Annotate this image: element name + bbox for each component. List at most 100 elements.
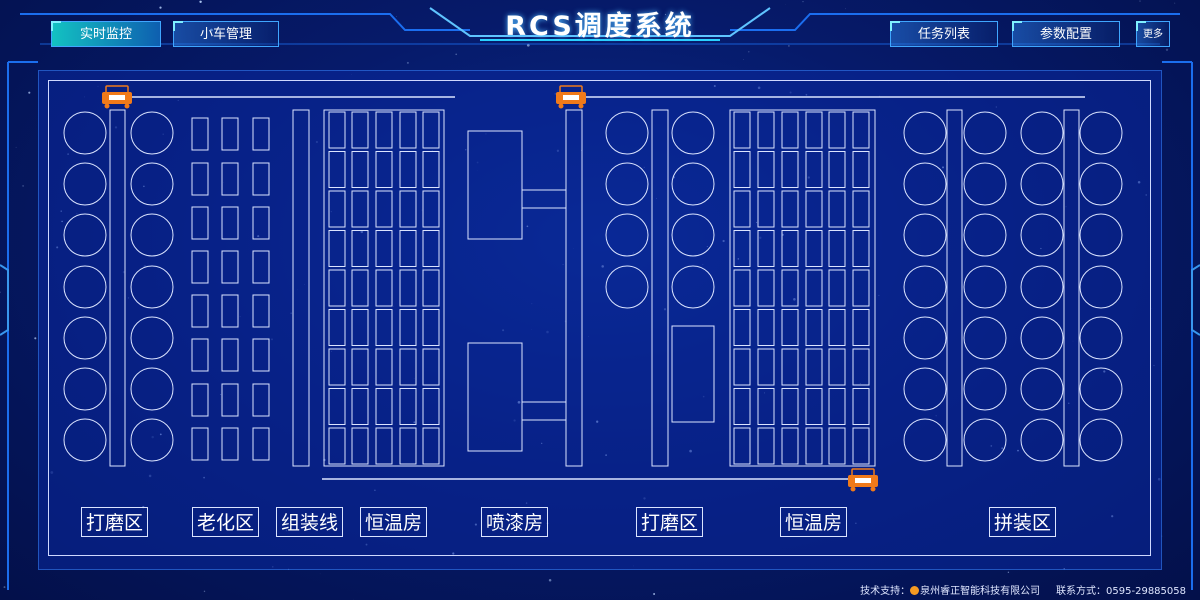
storage-cell[interactable] (781, 269, 799, 307)
storage-cell[interactable] (805, 230, 823, 267)
storage-cell[interactable] (399, 427, 417, 465)
storage-cell[interactable] (852, 230, 870, 267)
storage-cell[interactable] (805, 111, 823, 149)
storage-cell[interactable] (422, 111, 440, 149)
storage-cell[interactable] (351, 309, 369, 346)
storage-cell[interactable] (757, 190, 775, 228)
workstation-circle[interactable] (605, 162, 649, 206)
workstation-circle[interactable] (1079, 367, 1123, 411)
storage-cell[interactable] (757, 388, 775, 425)
workstation-circle[interactable] (130, 418, 174, 462)
storage-cell[interactable] (351, 190, 369, 228)
storage-cell[interactable] (852, 309, 870, 346)
storage-cell[interactable] (399, 269, 417, 307)
paint-booth[interactable] (467, 130, 523, 240)
workstation-circle[interactable] (605, 213, 649, 257)
storage-cell[interactable] (733, 190, 751, 228)
storage-cell[interactable] (351, 348, 369, 386)
workstation-circle[interactable] (1020, 418, 1064, 462)
zone-label-painting[interactable]: 喷漆房 (481, 507, 549, 537)
aging-rack[interactable] (221, 383, 239, 417)
workstation-circle[interactable] (963, 213, 1007, 257)
aging-rack[interactable] (191, 206, 209, 240)
storage-cell[interactable] (399, 348, 417, 386)
workstation-circle[interactable] (903, 316, 947, 360)
tab-realtime-monitor[interactable]: 实时监控 (51, 21, 161, 47)
storage-cell[interactable] (828, 348, 846, 386)
storage-cell[interactable] (805, 309, 823, 346)
storage-cell[interactable] (852, 151, 870, 188)
workstation-circle[interactable] (903, 418, 947, 462)
storage-cell[interactable] (828, 269, 846, 307)
storage-cell[interactable] (375, 190, 393, 228)
storage-cell[interactable] (328, 190, 346, 228)
zone-label-splicing[interactable]: 拼装区 (989, 507, 1057, 537)
workstation-circle[interactable] (130, 316, 174, 360)
storage-cell[interactable] (828, 427, 846, 465)
storage-cell[interactable] (781, 388, 799, 425)
storage-cell[interactable] (828, 230, 846, 267)
storage-cell[interactable] (375, 151, 393, 188)
storage-cell[interactable] (852, 111, 870, 149)
workstation-circle[interactable] (63, 367, 107, 411)
storage-cell[interactable] (781, 309, 799, 346)
agv-vehicle-icon[interactable] (102, 85, 132, 109)
storage-cell[interactable] (422, 190, 440, 228)
storage-cell[interactable] (757, 348, 775, 386)
storage-cell[interactable] (757, 111, 775, 149)
storage-cell[interactable] (375, 111, 393, 149)
storage-cell[interactable] (805, 269, 823, 307)
storage-cell[interactable] (328, 230, 346, 267)
storage-cell[interactable] (733, 230, 751, 267)
storage-cell[interactable] (757, 151, 775, 188)
aging-rack[interactable] (252, 294, 270, 328)
workstation-circle[interactable] (903, 265, 947, 309)
aging-rack[interactable] (191, 117, 209, 151)
storage-cell[interactable] (422, 427, 440, 465)
aging-rack[interactable] (221, 206, 239, 240)
storage-cell[interactable] (328, 269, 346, 307)
storage-cell[interactable] (375, 309, 393, 346)
workstation-circle[interactable] (903, 111, 947, 155)
workstation-circle[interactable] (671, 162, 715, 206)
workstation-circle[interactable] (903, 367, 947, 411)
storage-cell[interactable] (328, 309, 346, 346)
storage-cell[interactable] (781, 230, 799, 267)
storage-cell[interactable] (399, 309, 417, 346)
workstation-circle[interactable] (130, 111, 174, 155)
storage-cell[interactable] (351, 269, 369, 307)
workstation-circle[interactable] (963, 418, 1007, 462)
tab-parameter-config[interactable]: 参数配置 (1012, 21, 1120, 47)
workstation-circle[interactable] (903, 213, 947, 257)
workstation-circle[interactable] (63, 418, 107, 462)
aging-rack[interactable] (191, 383, 209, 417)
workstation-circle[interactable] (1079, 213, 1123, 257)
storage-cell[interactable] (399, 111, 417, 149)
storage-cell[interactable] (733, 151, 751, 188)
work-table[interactable] (671, 325, 715, 423)
storage-cell[interactable] (781, 348, 799, 386)
storage-cell[interactable] (828, 309, 846, 346)
storage-cell[interactable] (328, 427, 346, 465)
storage-cell[interactable] (375, 230, 393, 267)
workstation-circle[interactable] (63, 162, 107, 206)
workstation-circle[interactable] (130, 213, 174, 257)
aging-rack[interactable] (221, 117, 239, 151)
storage-cell[interactable] (399, 190, 417, 228)
workstation-circle[interactable] (671, 265, 715, 309)
storage-cell[interactable] (757, 427, 775, 465)
workstation-circle[interactable] (130, 265, 174, 309)
workstation-circle[interactable] (63, 316, 107, 360)
tab-task-list[interactable]: 任务列表 (890, 21, 998, 47)
workstation-circle[interactable] (605, 111, 649, 155)
storage-cell[interactable] (781, 427, 799, 465)
workstation-circle[interactable] (63, 265, 107, 309)
storage-cell[interactable] (781, 190, 799, 228)
storage-cell[interactable] (733, 427, 751, 465)
storage-cell[interactable] (351, 111, 369, 149)
aging-rack[interactable] (252, 338, 270, 372)
storage-cell[interactable] (328, 388, 346, 425)
storage-cell[interactable] (351, 427, 369, 465)
aging-rack[interactable] (252, 162, 270, 196)
storage-cell[interactable] (733, 348, 751, 386)
